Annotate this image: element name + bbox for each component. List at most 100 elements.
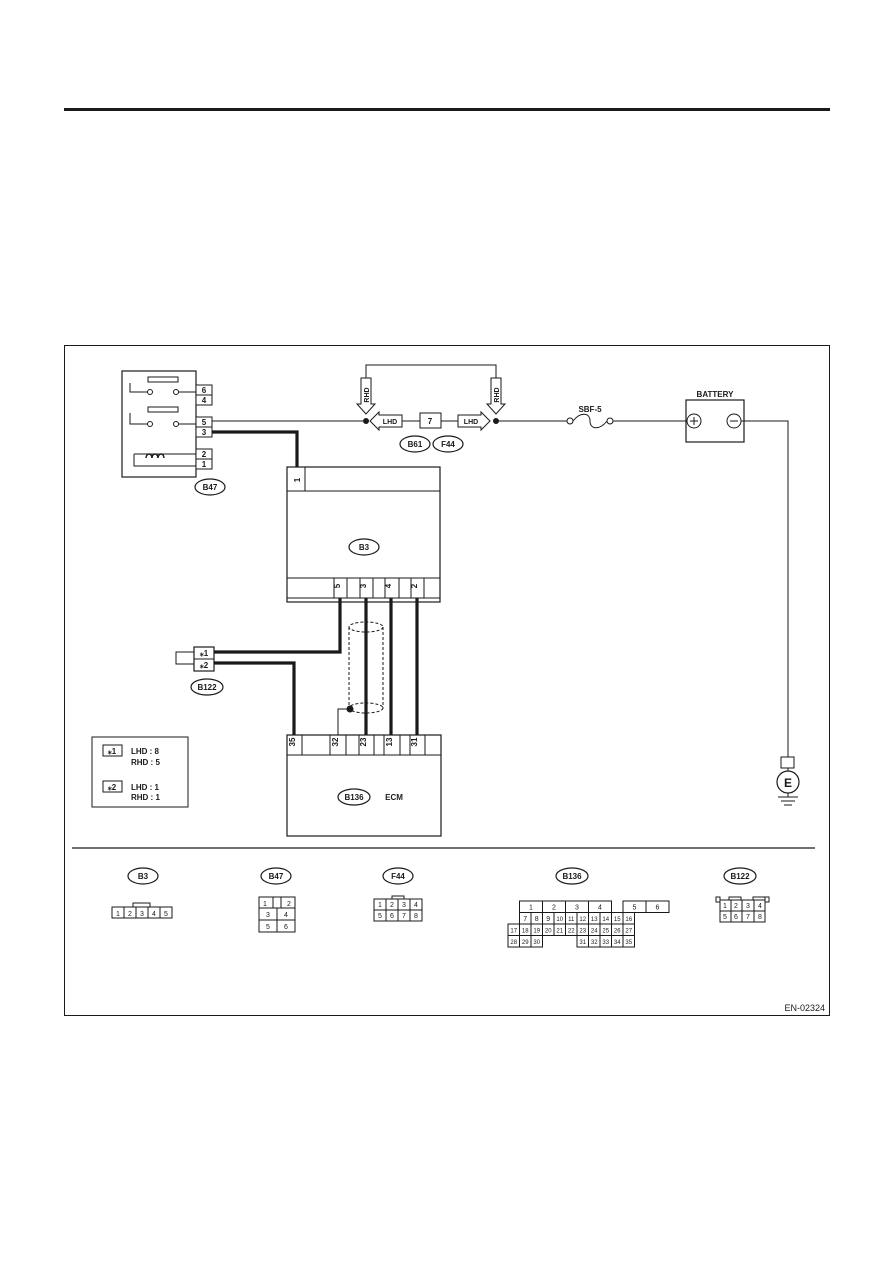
svg-text:3: 3 [140,911,144,918]
ground: E [776,756,800,806]
header-rule [64,108,830,111]
b136-pin-label: 4 [598,905,602,912]
svg-text:31: 31 [410,737,419,746]
svg-text:8: 8 [414,913,418,920]
b136-pin-label: 16 [625,917,632,923]
svg-text:RHD: RHD [364,387,371,402]
svg-text:2: 2 [410,583,419,588]
harness-wires [212,430,419,735]
b47-pin: 2 [202,450,207,459]
b3-tag [348,538,380,556]
battery-label: BATTERY [697,390,735,399]
svg-text:1: 1 [263,901,267,908]
b61-tag [399,435,431,453]
b47-tag [194,478,226,496]
svg-text:6: 6 [390,913,394,920]
b136-pin-label: 15 [614,917,621,923]
ground-wire [741,420,789,757]
svg-text:F44: F44 [441,440,455,449]
svg-text:13: 13 [385,737,394,746]
svg-text:2: 2 [287,901,291,908]
svg-text:4: 4 [152,911,156,918]
svg-text:LHD : 1: LHD : 1 [131,783,160,792]
b136-pin-label: 20 [545,929,552,935]
b47-pin: 5 [202,418,207,427]
b3-face: B3 1 2 3 4 5 [111,867,173,919]
b136-pin-label: 22 [568,929,575,935]
svg-text:7: 7 [746,914,750,921]
b136-pin-label: 10 [556,917,563,923]
b136-pin-label: 35 [625,940,632,946]
b136-pin-label: 23 [579,929,586,935]
svg-text:7: 7 [402,913,406,920]
b136-pin-label: 18 [522,929,529,935]
b47-pin: 3 [202,428,207,437]
b136-pin-label: 9 [546,916,550,923]
svg-text:6: 6 [734,914,738,921]
b47-pin: 6 [202,386,207,395]
relay-contact-bar [147,406,179,413]
svg-text:1: 1 [723,903,727,910]
b47-pin-column: 6 4 5 3 2 1 [195,384,213,470]
svg-text:1: 1 [116,911,120,918]
svg-text:6: 6 [284,924,288,931]
b136-pin-label: 21 [556,929,563,935]
svg-text:4: 4 [384,583,393,588]
svg-text:5: 5 [378,913,382,920]
b136-pin-label: 32 [591,940,598,946]
f44-face: F44 1 2 3 4 5 6 7 8 [373,867,423,922]
svg-text:B47: B47 [269,872,284,881]
b136-pin-label: 17 [510,929,517,935]
rhd-arrow-left [355,377,377,415]
b47-tag-label: B47 [203,483,218,492]
svg-text:⁎1: ⁎1 [200,649,209,658]
b136-pin-label: 8 [535,916,539,923]
relay-wire [129,383,147,393]
b136-pin-label: 30 [533,940,540,946]
svg-text:3: 3 [266,912,270,919]
junction-dot [493,418,499,424]
b136-pin-label: 25 [602,929,609,935]
b136-pin-label: 13 [591,917,598,923]
ecm-b136: 35 32 23 13 31 B136 ECM [286,734,442,837]
b136-pin-label: 14 [602,917,609,923]
svg-text:5: 5 [266,924,270,931]
svg-text:5: 5 [723,914,727,921]
b136-pin-label: 3 [575,905,579,912]
b136-pin-label: 28 [510,940,517,946]
b136-pin-label: 6 [656,905,660,912]
svg-text:RHD : 1: RHD : 1 [131,793,160,802]
b136-pin-label: 11 [568,917,575,923]
svg-text:7: 7 [428,417,433,426]
battery: BATTERY [685,390,789,757]
b136-pin-label: 24 [591,929,598,935]
b47-pin: 4 [202,396,207,405]
svg-text:5: 5 [333,583,342,588]
b3-sensor: 1 5 3 4 2 B3 [286,466,441,603]
b136-pin-label: 19 [533,929,540,935]
b122-face: B122 1 2 3 4 5 6 7 8 [715,867,770,923]
f44-tag [432,435,464,453]
svg-text:35: 35 [288,737,297,746]
b136-cell [645,900,670,913]
svg-text:⁎2: ⁎2 [108,783,117,792]
b136-pin-label: 2 [552,905,556,912]
svg-text:1: 1 [293,477,302,482]
svg-text:B3: B3 [138,872,149,881]
svg-text:B136: B136 [344,793,364,802]
relay-contact [147,421,153,427]
svg-text:4: 4 [414,902,418,909]
power-line: RHD RHD LHD 7 LHD B61 F44 [212,364,686,453]
relay-contact [147,389,153,395]
svg-text:LHD: LHD [464,419,478,426]
svg-text:2: 2 [734,903,738,910]
b122-connector: ⁎1 ⁎2 B122 [175,646,224,696]
b136-pin-label: 12 [579,917,586,923]
lhd-arrow-right [457,410,491,432]
fuse-label: SBF-5 [578,405,602,414]
b136-cell [530,935,543,948]
b136-pin-label: 29 [522,940,529,946]
relay-contact [173,389,179,395]
svg-text:2: 2 [390,902,394,909]
